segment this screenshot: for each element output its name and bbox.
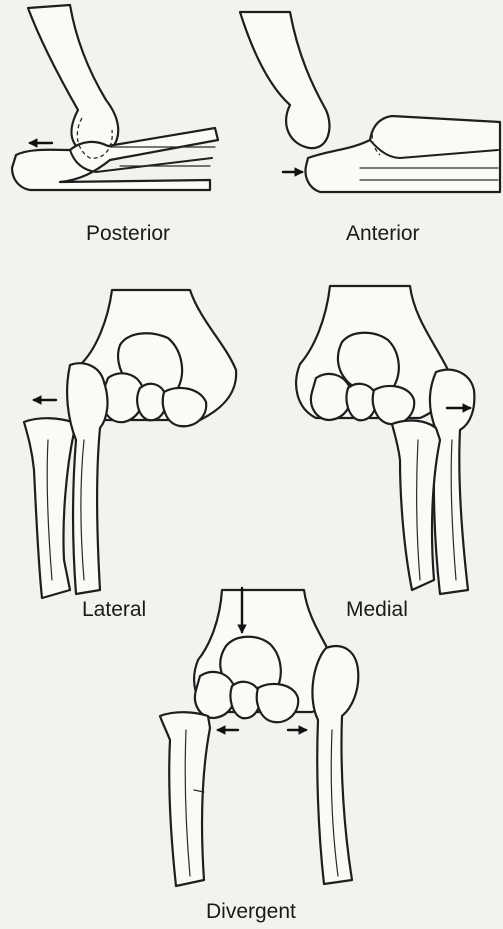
label-divergent: Divergent bbox=[206, 900, 296, 924]
posterior-illustration bbox=[12, 5, 218, 190]
divergent-illustration bbox=[160, 588, 358, 886]
lateral-illustration bbox=[24, 290, 236, 598]
label-posterior: Posterior bbox=[86, 222, 170, 246]
label-anterior: Anterior bbox=[346, 222, 420, 246]
label-medial: Medial bbox=[346, 598, 408, 622]
label-lateral: Lateral bbox=[82, 598, 146, 622]
anterior-illustration bbox=[240, 12, 500, 192]
medial-illustration bbox=[296, 286, 474, 594]
